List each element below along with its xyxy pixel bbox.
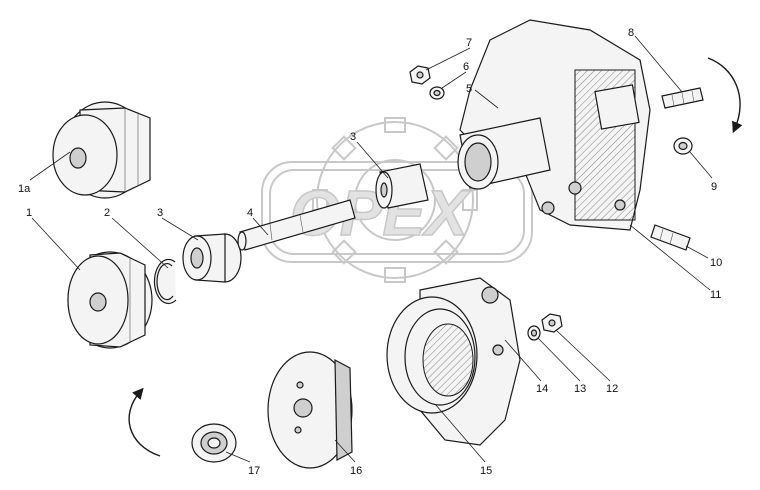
part-8-stud <box>661 87 704 109</box>
callout-11: 11 <box>710 289 721 301</box>
rotation-arrow-icon-upper <box>707 57 743 134</box>
part-17-seal <box>191 423 237 463</box>
part-15-cover <box>386 277 521 446</box>
callout-2: 2 <box>104 207 110 219</box>
callout-10: 10 <box>710 257 722 269</box>
part-4-shaft <box>237 199 356 251</box>
callout-16: 16 <box>350 465 362 477</box>
callout-13: 13 <box>574 383 586 395</box>
part-10-stud <box>650 224 691 251</box>
callout-8: 8 <box>628 27 634 39</box>
callout-9: 9 <box>711 181 717 193</box>
callout-15: 15 <box>480 465 492 477</box>
part-9-washer <box>673 137 693 155</box>
callout-5: 5 <box>466 83 472 95</box>
part-5-housing <box>457 19 651 231</box>
part-1-pulley <box>67 251 153 349</box>
callout-1: 1 <box>26 207 32 219</box>
watermark-badge <box>261 161 533 263</box>
part-2-circlip <box>153 258 177 305</box>
part-13-washer <box>527 325 541 341</box>
callout-12: 12 <box>606 383 618 395</box>
callout-3-left: 3 <box>157 207 163 219</box>
callout-3-upper: 3 <box>350 131 356 143</box>
part-6-washer <box>429 86 445 100</box>
part-16-impeller <box>267 351 353 469</box>
leader-lines <box>29 35 713 463</box>
part-12-nut <box>541 313 563 333</box>
part-7-nut <box>409 65 431 85</box>
callout-4: 4 <box>247 207 253 219</box>
rotation-arrow-icon-lower <box>128 387 161 457</box>
part-1a-pulley <box>52 101 151 199</box>
callout-6: 6 <box>463 61 469 73</box>
callout-17: 17 <box>248 465 260 477</box>
callout-14: 14 <box>536 383 548 395</box>
callout-labels: 1a 1 2 3 4 3 5 6 7 8 9 10 11 12 13 14 15… <box>18 27 722 477</box>
part-3-bearing-upper <box>375 163 429 209</box>
callout-7: 7 <box>466 37 472 49</box>
callout-1a: 1a <box>18 183 31 195</box>
part-3-bearing-left <box>182 233 242 283</box>
